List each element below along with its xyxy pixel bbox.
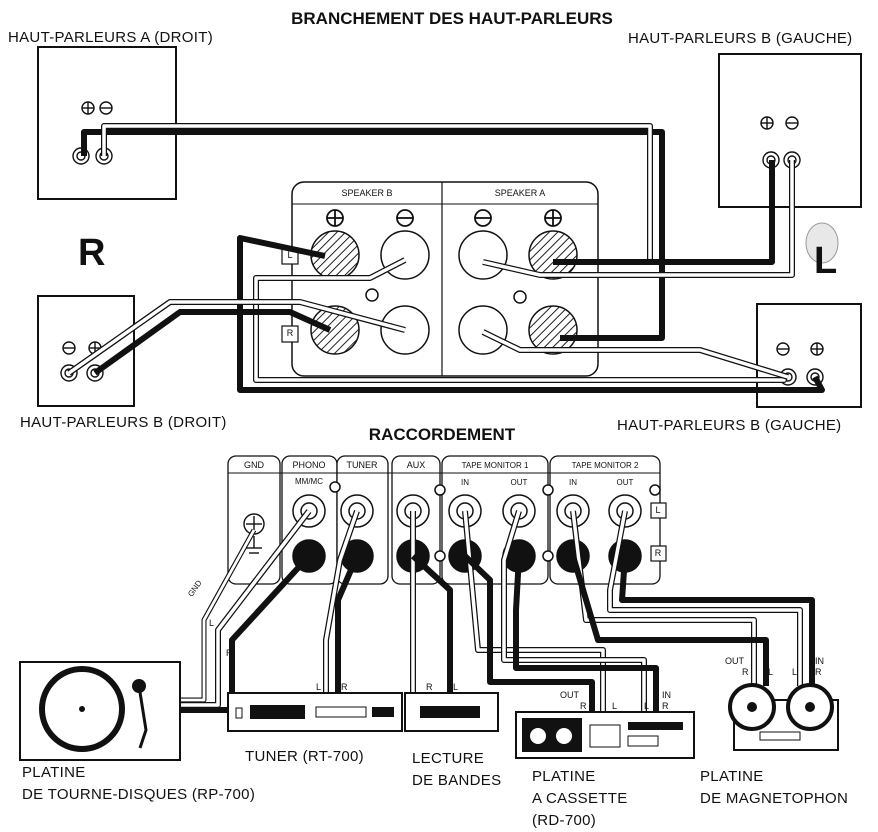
speaker-b-plus-r-terminal xyxy=(310,305,360,355)
reel-in-label: IN xyxy=(815,656,824,666)
side-r-label: R xyxy=(78,232,106,274)
speaker-a-right-label: HAUT-PARLEURS A (DROIT) xyxy=(8,29,213,46)
amp-ch-r-label: R xyxy=(286,328,294,338)
reel-deck-label: PLATINE DE MAGNETOPHON xyxy=(700,768,849,807)
reel-out-r-label: R xyxy=(742,667,749,677)
turntable-label: PLATINE DE TOURNE-DISQUES (RP-700) xyxy=(22,764,256,803)
tuner-device-label: TUNER (RT-700) xyxy=(245,748,364,765)
reel-deck-icon xyxy=(728,683,839,751)
cassette-in-l-label: L xyxy=(644,701,650,711)
cassette-deck-label: PLATINE A CASSETTE (RD-700) xyxy=(532,768,628,829)
speaker-b-right-label: HAUT-PARLEURS B (DROIT) xyxy=(20,414,227,431)
tuner-panel-label: TUNER xyxy=(346,460,378,470)
aux-r-cable-label: R xyxy=(426,682,433,692)
phono-r-cable-label: R xyxy=(226,648,233,658)
amp-ch-l-label: L xyxy=(287,250,293,260)
speaker-a-plus-l-terminal xyxy=(528,230,578,280)
speaker-a-panel-label: SPEAKER A xyxy=(494,188,546,198)
reel-out-label: OUT xyxy=(725,656,744,666)
cassette-in-label: IN xyxy=(662,690,671,700)
cassette-out-l-label: L xyxy=(612,701,618,711)
speaker-b-right-box xyxy=(37,295,135,407)
rear-input-panel xyxy=(227,455,661,585)
tuner-device-icon xyxy=(227,692,403,732)
tape-monitor-2-label: TAPE MONITOR 2 xyxy=(571,461,639,470)
speaker-wires xyxy=(67,123,825,393)
tape-player-label: LECTURE DE BANDES xyxy=(412,750,502,789)
tape-monitor-1-label: TAPE MONITOR 1 xyxy=(461,461,529,470)
panel-r-label: R xyxy=(654,548,662,558)
aux-l-cable-label: L xyxy=(453,682,459,692)
speaker-a-minus-r-terminal xyxy=(458,305,508,355)
tape2-out-label: OUT xyxy=(616,478,634,487)
tape1-out-label: OUT xyxy=(510,478,528,487)
cassette-deck-icon xyxy=(515,711,695,759)
amp-terminals xyxy=(310,230,578,355)
tuner-l-cable-label: L xyxy=(316,682,322,692)
cassette-out-r-label: R xyxy=(580,701,587,711)
reel-in-r-label: R xyxy=(815,667,822,677)
tuner-r-cable-label: R xyxy=(341,682,348,692)
turntable-icon xyxy=(19,661,181,761)
phono-l-cable-label: L xyxy=(209,618,215,628)
speaker-b-left-top-label: HAUT-PARLEURS B (GAUCHE) xyxy=(628,30,853,47)
mm-mc-label: MM/MC xyxy=(295,477,323,486)
amp-terminal-symbols xyxy=(326,209,562,227)
cassette-in-r-label: R xyxy=(662,701,669,711)
side-l-label: L xyxy=(814,240,838,282)
input-cables xyxy=(180,509,815,713)
speakers-title: BRANCHEMENT DES HAUT-PARLEURS xyxy=(291,9,613,28)
tape1-in-label: IN xyxy=(461,478,469,487)
connections-title: RACCORDEMENT xyxy=(368,425,516,444)
tape-player-icon xyxy=(404,692,499,732)
tape2-in-label: IN xyxy=(569,478,577,487)
phono-panel-label: PHONO xyxy=(292,460,326,470)
aux-panel-label: AUX xyxy=(406,460,426,470)
speaker-a-plus-r-terminal xyxy=(528,305,578,355)
speaker-dome-icon xyxy=(805,222,839,264)
reel-in-l-label: L xyxy=(792,667,798,677)
gnd-panel-label: GND xyxy=(244,460,264,470)
speaker-b-panel-label: SPEAKER B xyxy=(341,188,393,198)
speaker-a-minus-l-terminal xyxy=(458,230,508,280)
speaker-b-left-bottom-label: HAUT-PARLEURS B (GAUCHE) xyxy=(617,417,842,434)
cassette-out-label: OUT xyxy=(560,690,579,700)
panel-l-label: L xyxy=(655,505,661,515)
reel-out-l-label: L xyxy=(768,667,774,677)
